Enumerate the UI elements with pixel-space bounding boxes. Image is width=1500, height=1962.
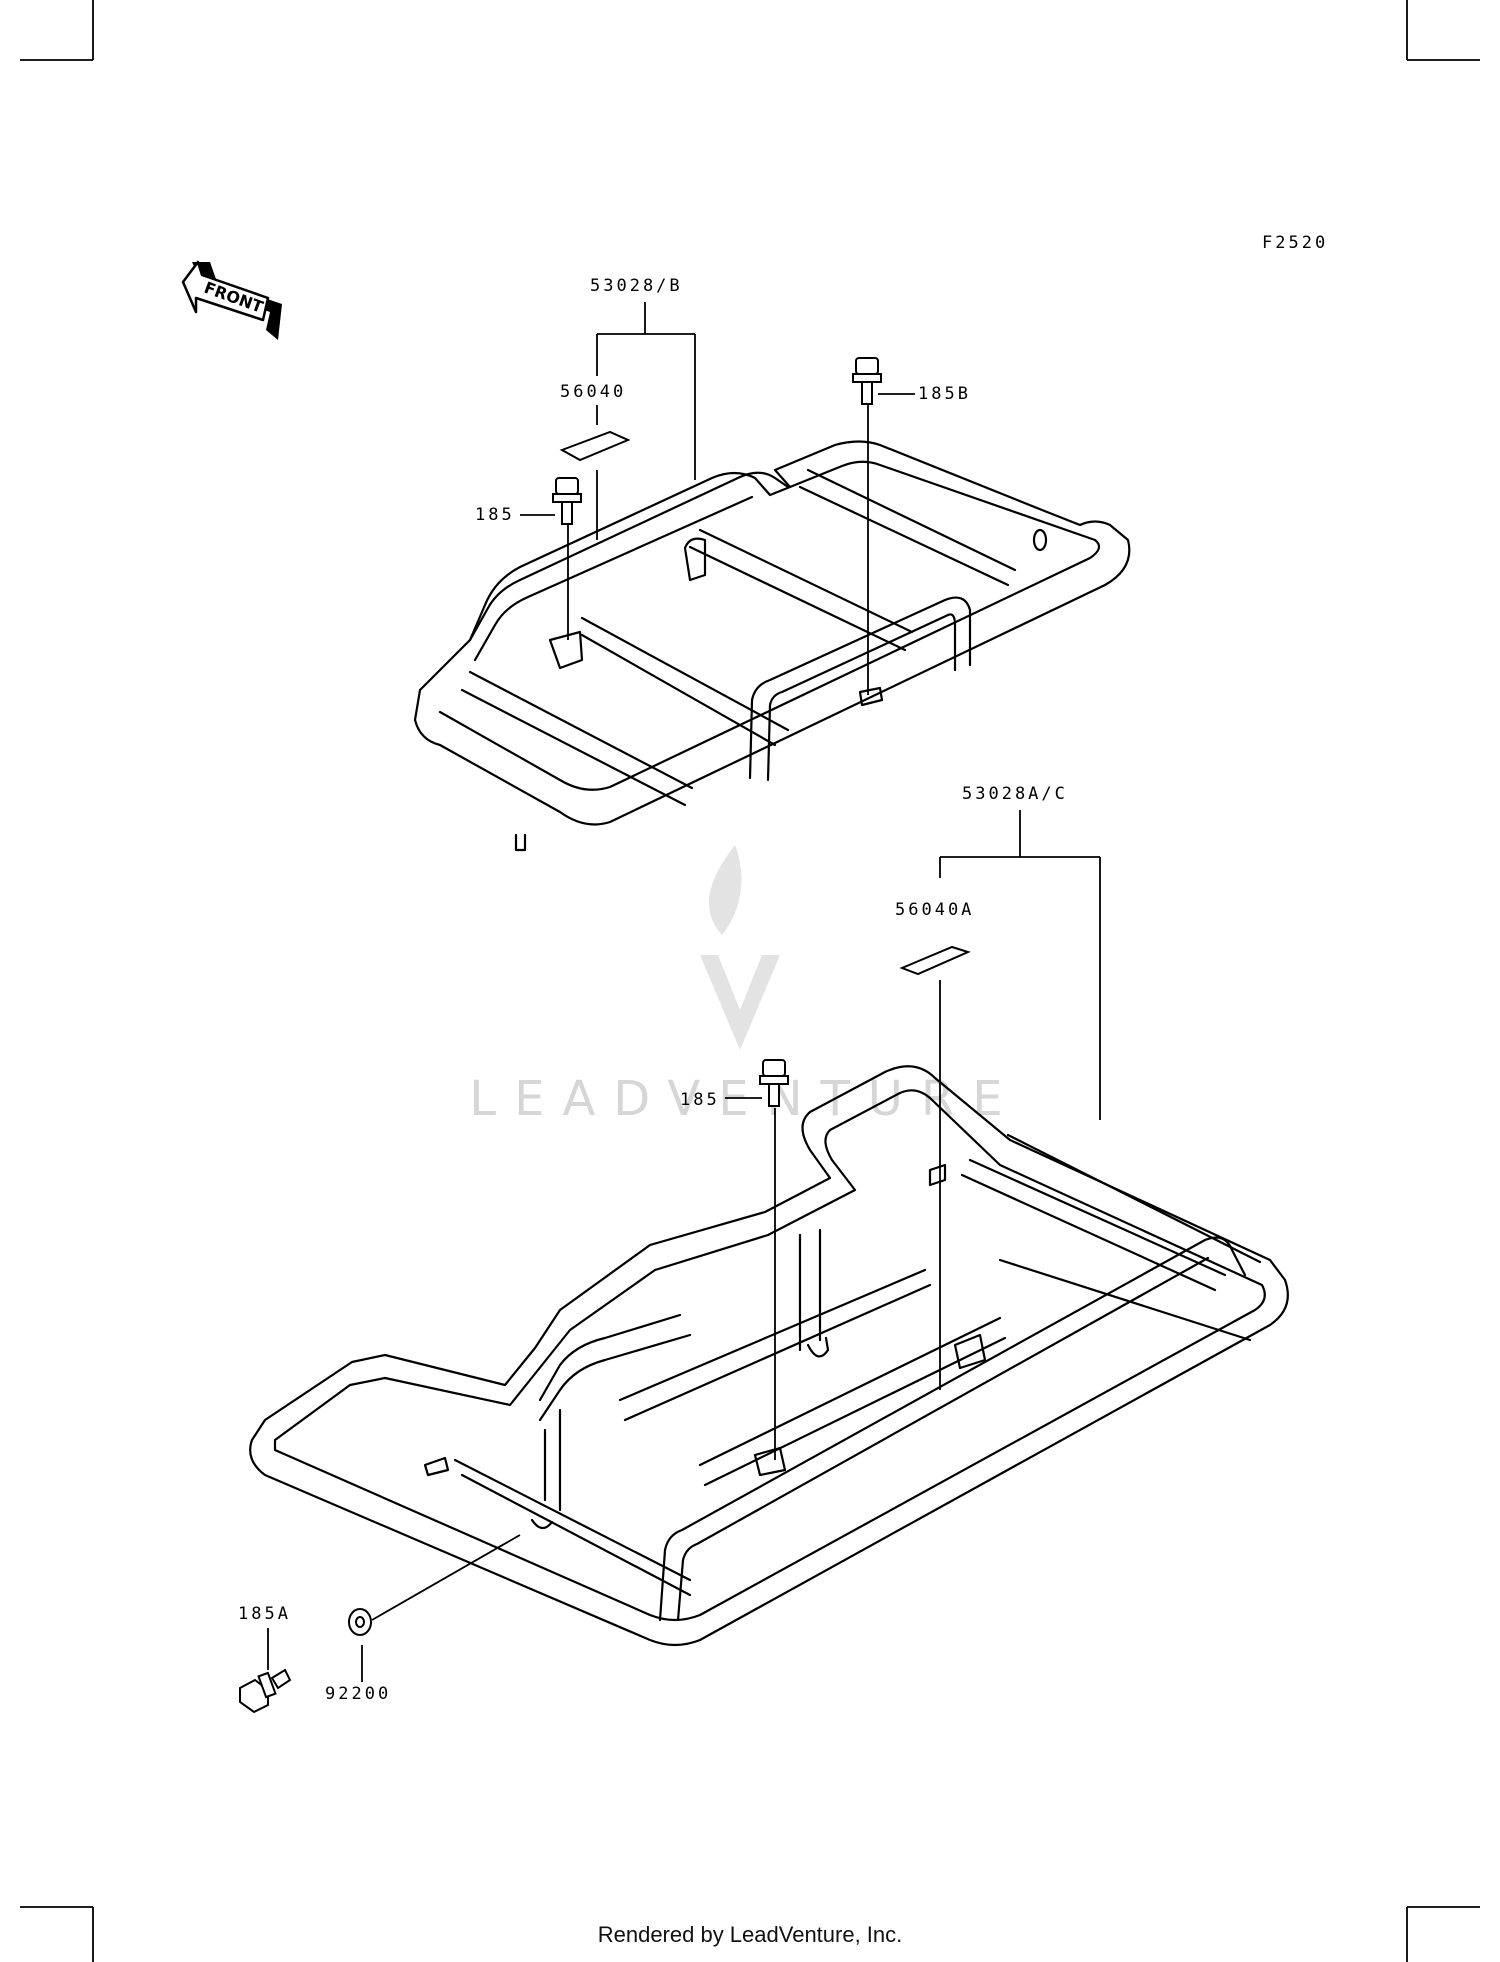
callout-53028AC: 53028A/C	[962, 784, 1068, 804]
callout-92200: 92200	[325, 1684, 391, 1704]
front-label-sticker	[899, 945, 971, 976]
rear-label-sticker	[559, 430, 631, 462]
callout-185-upper: 185	[475, 505, 515, 525]
watermark-text: LEADVENTURE	[469, 1071, 1020, 1127]
rear-carrier-callouts: 53028/B 56040 185 185B	[475, 276, 971, 695]
callout-56040: 56040	[560, 382, 626, 402]
bolt-185-upper-icon	[552, 477, 582, 525]
footer-credit: Rendered by LeadVenture, Inc.	[597, 1922, 903, 1947]
callout-185A: 185A	[238, 1604, 291, 1624]
crop-marks	[20, 0, 1480, 1962]
callout-185-lower: 185	[680, 1090, 720, 1110]
bolt-185-lower-icon	[759, 1059, 789, 1107]
callout-56040A: 56040A	[895, 900, 974, 920]
front-arrow-icon: FRONT	[181, 260, 282, 340]
leadventure-watermark: LEADVENTURE	[469, 845, 1020, 1127]
callout-185B: 185B	[918, 384, 971, 404]
front-carrier-callouts: 53028A/C 56040A 185 185A 92200	[238, 784, 1101, 1714]
bolt-185B-icon	[852, 357, 882, 405]
callout-53028B: 53028/B	[590, 276, 683, 296]
bolt-185A-icon	[239, 1668, 292, 1714]
rear-carrier	[413, 440, 1131, 852]
washer-92200-icon	[348, 1608, 372, 1636]
front-carrier	[249, 1065, 1289, 1647]
diagram-code: F2520	[1262, 233, 1328, 253]
